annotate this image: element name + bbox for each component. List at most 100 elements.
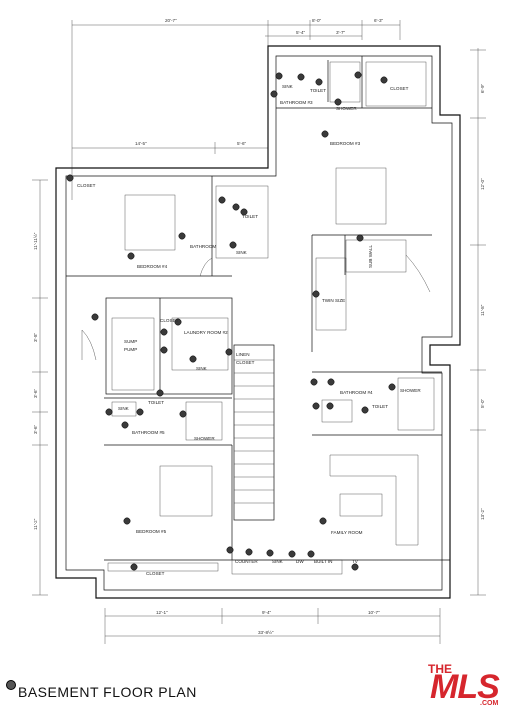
dim-bottom-a: 12'-1" <box>156 610 168 615</box>
label-sink: SINK <box>282 84 294 89</box>
fixture-labels: CLOSET CLOSET CLOSET CLOSET LINEN CLOSET… <box>77 84 421 576</box>
room-label-sump-2: PUMP <box>124 347 137 352</box>
photo-pin[interactable] <box>189 355 197 363</box>
dim-bottom-overall: 33'-8½" <box>258 629 274 635</box>
dim-upper-mid: 5'-6" <box>237 141 247 146</box>
photo-pin[interactable] <box>160 346 168 354</box>
label-toilet: TOILET <box>372 404 388 409</box>
room-label-laundry: LAUNDRY ROOM #2 <box>184 330 228 335</box>
photo-pin[interactable] <box>105 408 113 416</box>
room-label-bedroom-5: BEDROOM #5 <box>136 529 167 534</box>
photo-pin[interactable] <box>121 421 129 429</box>
photo-pin[interactable] <box>225 348 233 356</box>
photo-pin[interactable] <box>321 130 329 138</box>
label-dw: DW <box>296 559 304 564</box>
label-sink: SINK <box>196 366 208 371</box>
label-sink: SINK <box>236 250 248 255</box>
photo-pin[interactable] <box>91 313 99 321</box>
label-built-in: BUILT IN <box>314 559 332 564</box>
photo-pin[interactable] <box>312 290 320 298</box>
dim-top-sub-a: 5'-4" <box>296 30 306 35</box>
photo-pin[interactable] <box>245 548 253 556</box>
photo-pin[interactable] <box>226 546 234 554</box>
photo-pin[interactable] <box>232 203 240 211</box>
room-label-bathroom-4: BATHROOM #4 <box>340 390 373 395</box>
exterior-walls <box>55 45 461 599</box>
photo-pin[interactable] <box>270 90 278 98</box>
photo-pin[interactable] <box>127 252 135 260</box>
dim-bottom-b: 9'-4" <box>262 610 272 615</box>
photo-pin[interactable] <box>326 402 334 410</box>
plan-title: BASEMENT FLOOR PLAN <box>18 684 197 700</box>
room-label-twin-size: TWIN SIZE <box>322 298 345 303</box>
photo-pin[interactable] <box>218 196 226 204</box>
label-closet: CLOSET <box>77 183 96 188</box>
dim-left-bottom: 11'-2" <box>33 518 38 530</box>
room-label-bathroom-top: BATHROOM #3 <box>280 100 313 105</box>
room-label-sump-1: SUMP <box>124 339 137 344</box>
dimension-lines <box>32 20 486 644</box>
photo-pin[interactable] <box>229 241 237 249</box>
label-toilet: TOILET <box>148 400 164 405</box>
photo-pin[interactable] <box>319 517 327 525</box>
photo-pin[interactable] <box>327 378 335 386</box>
photo-pin[interactable] <box>130 563 138 571</box>
photo-pin[interactable] <box>178 232 186 240</box>
photo-pin[interactable] <box>354 71 362 79</box>
dim-top-overall: 20'-7" <box>165 18 177 23</box>
photo-pin[interactable] <box>240 208 248 216</box>
logo-com: .COM <box>480 700 499 707</box>
room-label-bedroom-3: BEDROOM #3 <box>330 141 361 146</box>
dimension-labels: 20'-7" 8'-0" 6'-3" 5'-4" 3'-7" 14'-5" 5'… <box>32 18 485 635</box>
photo-pin[interactable] <box>297 73 305 81</box>
dim-right-a: 6'-9" <box>480 83 485 93</box>
photo-pin[interactable] <box>334 98 342 106</box>
photo-pin[interactable] <box>307 550 315 558</box>
dim-bottom-c: 10'-7" <box>368 610 380 615</box>
photo-pin[interactable] <box>156 389 164 397</box>
photo-pin[interactable] <box>310 378 318 386</box>
label-linen-closet: CLOSET <box>160 318 179 323</box>
interior-walls <box>66 56 450 575</box>
label-toilet: TOILET <box>242 214 258 219</box>
label-toilet: TOILET <box>310 88 326 93</box>
dim-left-top: 11'-11½" <box>32 232 38 250</box>
photo-pin[interactable] <box>388 383 396 391</box>
dim-top-mid: 8'-0" <box>312 18 322 23</box>
label-closet: CLOSET <box>236 360 255 365</box>
photo-pin[interactable] <box>266 549 274 557</box>
photo-pin[interactable] <box>356 234 364 242</box>
photo-pin[interactable] <box>361 406 369 414</box>
photo-pin[interactable] <box>288 550 296 558</box>
photo-pin[interactable] <box>160 328 168 336</box>
dim-right-b: 12'-0" <box>480 178 485 190</box>
label-shower: SHOWER <box>400 388 421 393</box>
photo-pin[interactable] <box>315 78 323 86</box>
room-labels: BEDROOM #3 BEDROOM #4 BEDROOM #5 BATHROO… <box>124 100 373 535</box>
label-sink: SINK <box>272 559 284 564</box>
photo-pin[interactable] <box>351 563 359 571</box>
photo-pin[interactable] <box>66 174 74 182</box>
photo-pin-icon <box>6 680 16 690</box>
dim-left-mid: 3'-8" <box>33 332 38 342</box>
photo-pins <box>66 71 396 571</box>
room-label-bathroom-5: BATHROOM #5 <box>132 430 165 435</box>
stair-treads <box>234 359 274 504</box>
logo-the: THE <box>428 662 452 676</box>
photo-pin[interactable] <box>123 517 131 525</box>
photo-pin[interactable] <box>174 318 182 326</box>
room-label-sub-wall: SUB WALL <box>368 244 373 268</box>
dim-right-d: 5'-0" <box>480 398 485 408</box>
photo-pin[interactable] <box>380 76 388 84</box>
photo-pin[interactable] <box>136 408 144 416</box>
photo-pin[interactable] <box>179 410 187 418</box>
dim-upper-left: 14'-5" <box>135 141 147 146</box>
label-tv: TV <box>352 559 359 564</box>
label-counter: COUNTER <box>235 559 258 564</box>
photo-pin[interactable] <box>275 72 283 80</box>
label-shower: SHOWER <box>194 436 215 441</box>
label-closet: CLOSET <box>390 86 409 91</box>
dim-top-sub-b: 3'-7" <box>336 30 346 35</box>
photo-pin[interactable] <box>312 402 320 410</box>
